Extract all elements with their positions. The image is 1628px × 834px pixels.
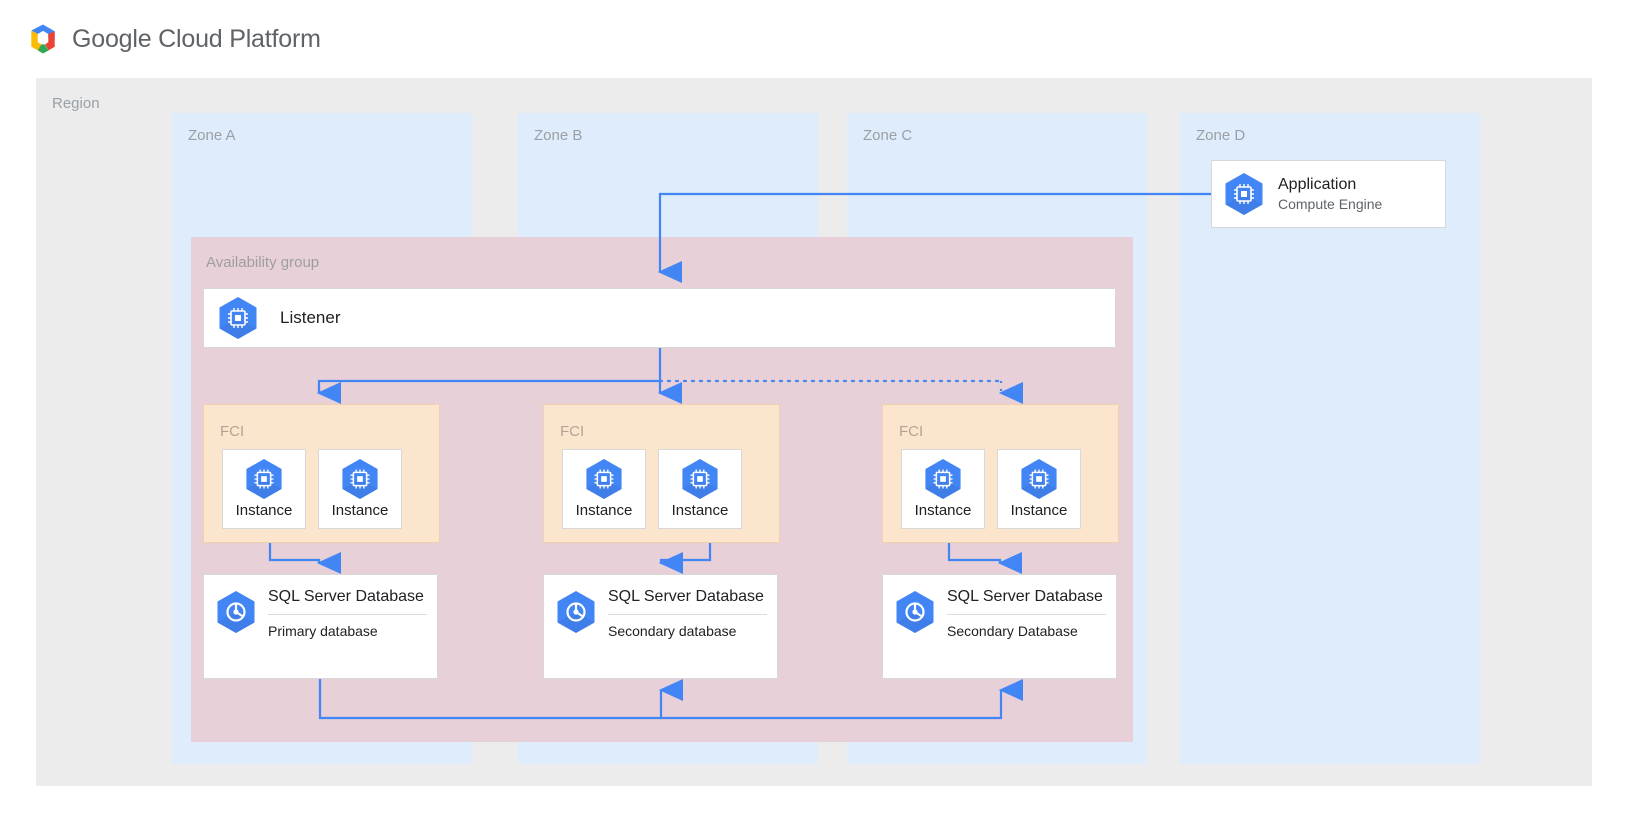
page-title: Google Cloud Platform <box>72 24 321 53</box>
database-title: SQL Server Database <box>608 588 764 605</box>
instance-label: Instance <box>575 502 633 519</box>
instance-card[interactable]: Instance <box>658 449 742 529</box>
compute-engine-icon <box>342 459 378 499</box>
sql-server-database-icon <box>557 591 595 633</box>
compute-engine-icon <box>682 459 718 499</box>
gcp-hexagon-logo-icon <box>31 24 55 54</box>
page-header: Google Cloud Platform <box>0 0 1628 78</box>
application-text: Application Compute Engine <box>1278 174 1382 214</box>
database-text-zone-b: SQL Server Database Secondary database <box>608 587 767 678</box>
database-text-zone-c: SQL Server Database Secondary Database <box>947 587 1106 678</box>
database-role: Primary database <box>268 614 427 640</box>
database-card-zone-c[interactable]: SQL Server Database Secondary Database <box>882 574 1117 679</box>
fci-zone-b-container: FCI Instance <box>543 404 780 543</box>
application-title: Application <box>1278 176 1357 193</box>
database-text-zone-a: SQL Server Database Primary database <box>268 587 427 678</box>
compute-engine-icon <box>1021 459 1057 499</box>
application-card[interactable]: Application Compute Engine <box>1211 160 1446 228</box>
fci-zone-c-container: FCI Instance <box>882 404 1119 543</box>
sql-server-database-icon <box>896 591 934 633</box>
fci-zone-c-label: FCI <box>899 423 924 440</box>
fci-zone-a-container: FCI Instance <box>203 404 440 543</box>
instance-label: Instance <box>671 502 729 519</box>
database-title: SQL Server Database <box>947 588 1103 605</box>
database-card-zone-b[interactable]: SQL Server Database Secondary database <box>543 574 778 679</box>
instance-label: Instance <box>235 502 293 519</box>
instance-card[interactable]: Instance <box>901 449 985 529</box>
compute-engine-icon <box>219 297 257 339</box>
database-title: SQL Server Database <box>268 588 424 605</box>
compute-engine-icon <box>1225 173 1263 215</box>
instance-card[interactable]: Instance <box>222 449 306 529</box>
instance-label: Instance <box>1010 502 1068 519</box>
instance-card[interactable]: Instance <box>997 449 1081 529</box>
compute-engine-icon <box>925 459 961 499</box>
database-role: Secondary database <box>608 614 767 640</box>
availability-group-label: Availability group <box>206 254 320 271</box>
application-subtitle: Compute Engine <box>1278 196 1383 212</box>
listener-card[interactable]: Listener <box>203 288 1116 348</box>
instance-label: Instance <box>331 502 389 519</box>
zone-a-label: Zone A <box>188 127 236 144</box>
database-card-zone-a[interactable]: SQL Server Database Primary database <box>203 574 438 679</box>
database-role: Secondary Database <box>947 614 1106 640</box>
listener-label: Listener <box>280 308 341 327</box>
fci-zone-b-label: FCI <box>560 423 585 440</box>
zone-b-label: Zone B <box>534 127 583 144</box>
fci-zone-b-instances: Instance Instance <box>562 449 742 529</box>
compute-engine-icon <box>586 459 622 499</box>
sql-server-database-icon <box>217 591 255 633</box>
fci-zone-a-label: FCI <box>220 423 245 440</box>
instance-card[interactable]: Instance <box>562 449 646 529</box>
instance-label: Instance <box>914 502 972 519</box>
fci-zone-c-instances: Instance Instance <box>901 449 1081 529</box>
compute-engine-icon <box>246 459 282 499</box>
fci-zone-a-instances: Instance Instance <box>222 449 402 529</box>
zone-c-label: Zone C <box>863 127 913 144</box>
zone-d-label: Zone D <box>1196 127 1246 144</box>
instance-card[interactable]: Instance <box>318 449 402 529</box>
region-label: Region <box>52 95 100 112</box>
